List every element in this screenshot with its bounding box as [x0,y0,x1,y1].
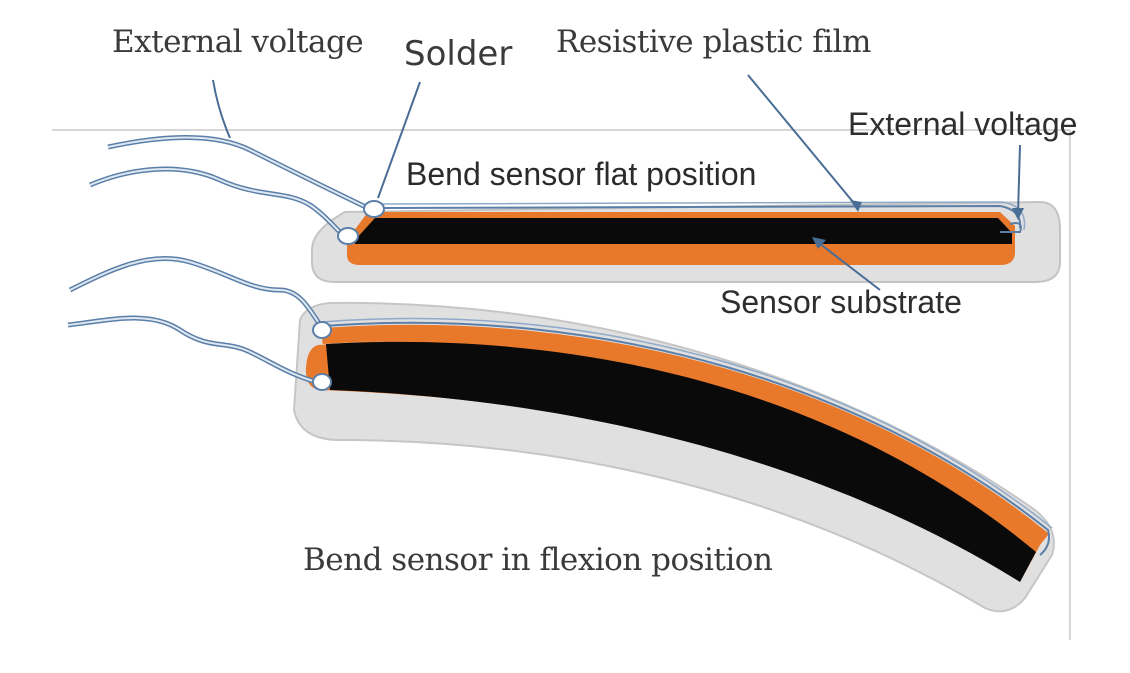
leader-resistive-film [747,74,859,209]
flexed-film-line [321,321,1050,556]
flexed-wire-lower [67,315,321,386]
solder-dot-icon [363,200,385,218]
leader-external-voltage-right [1017,144,1021,215]
label-sensor-substrate: Sensor substrate [720,284,962,320]
solder-joints [312,200,385,391]
label-flat-position: Bend sensor flat position [406,156,757,192]
flat-sensor [311,200,1061,283]
label-flexion-position: Bend sensor in flexion position [303,542,773,578]
flat-wires [89,135,374,240]
solder-dot-icon [312,373,332,391]
label-external-voltage-right: External voltage [848,106,1078,142]
flexed-substrate-top [321,324,1050,547]
flat-wire-upper [107,135,374,213]
leader-lines [212,74,1024,291]
arrowhead-icon [812,237,826,249]
leader-solder [377,81,421,199]
flexed-wires [67,256,325,386]
arrowhead-icon [1012,208,1024,220]
arrowhead-icon [850,200,862,212]
label-solder: Solder [404,34,513,74]
label-resistive-film: Resistive plastic film [556,24,871,60]
flat-resistive-layer [355,218,1012,244]
leader-external-voltage-left [212,79,231,139]
label-external-voltage-left: External voltage [112,24,364,60]
solder-dot-icon [312,321,332,339]
leader-sensor-substrate [814,239,881,291]
solder-dot-icon [337,227,359,245]
flexed-sensor [292,301,1055,613]
flat-right-terminal [1000,222,1022,233]
flexed-resistive-layer [326,341,1036,582]
